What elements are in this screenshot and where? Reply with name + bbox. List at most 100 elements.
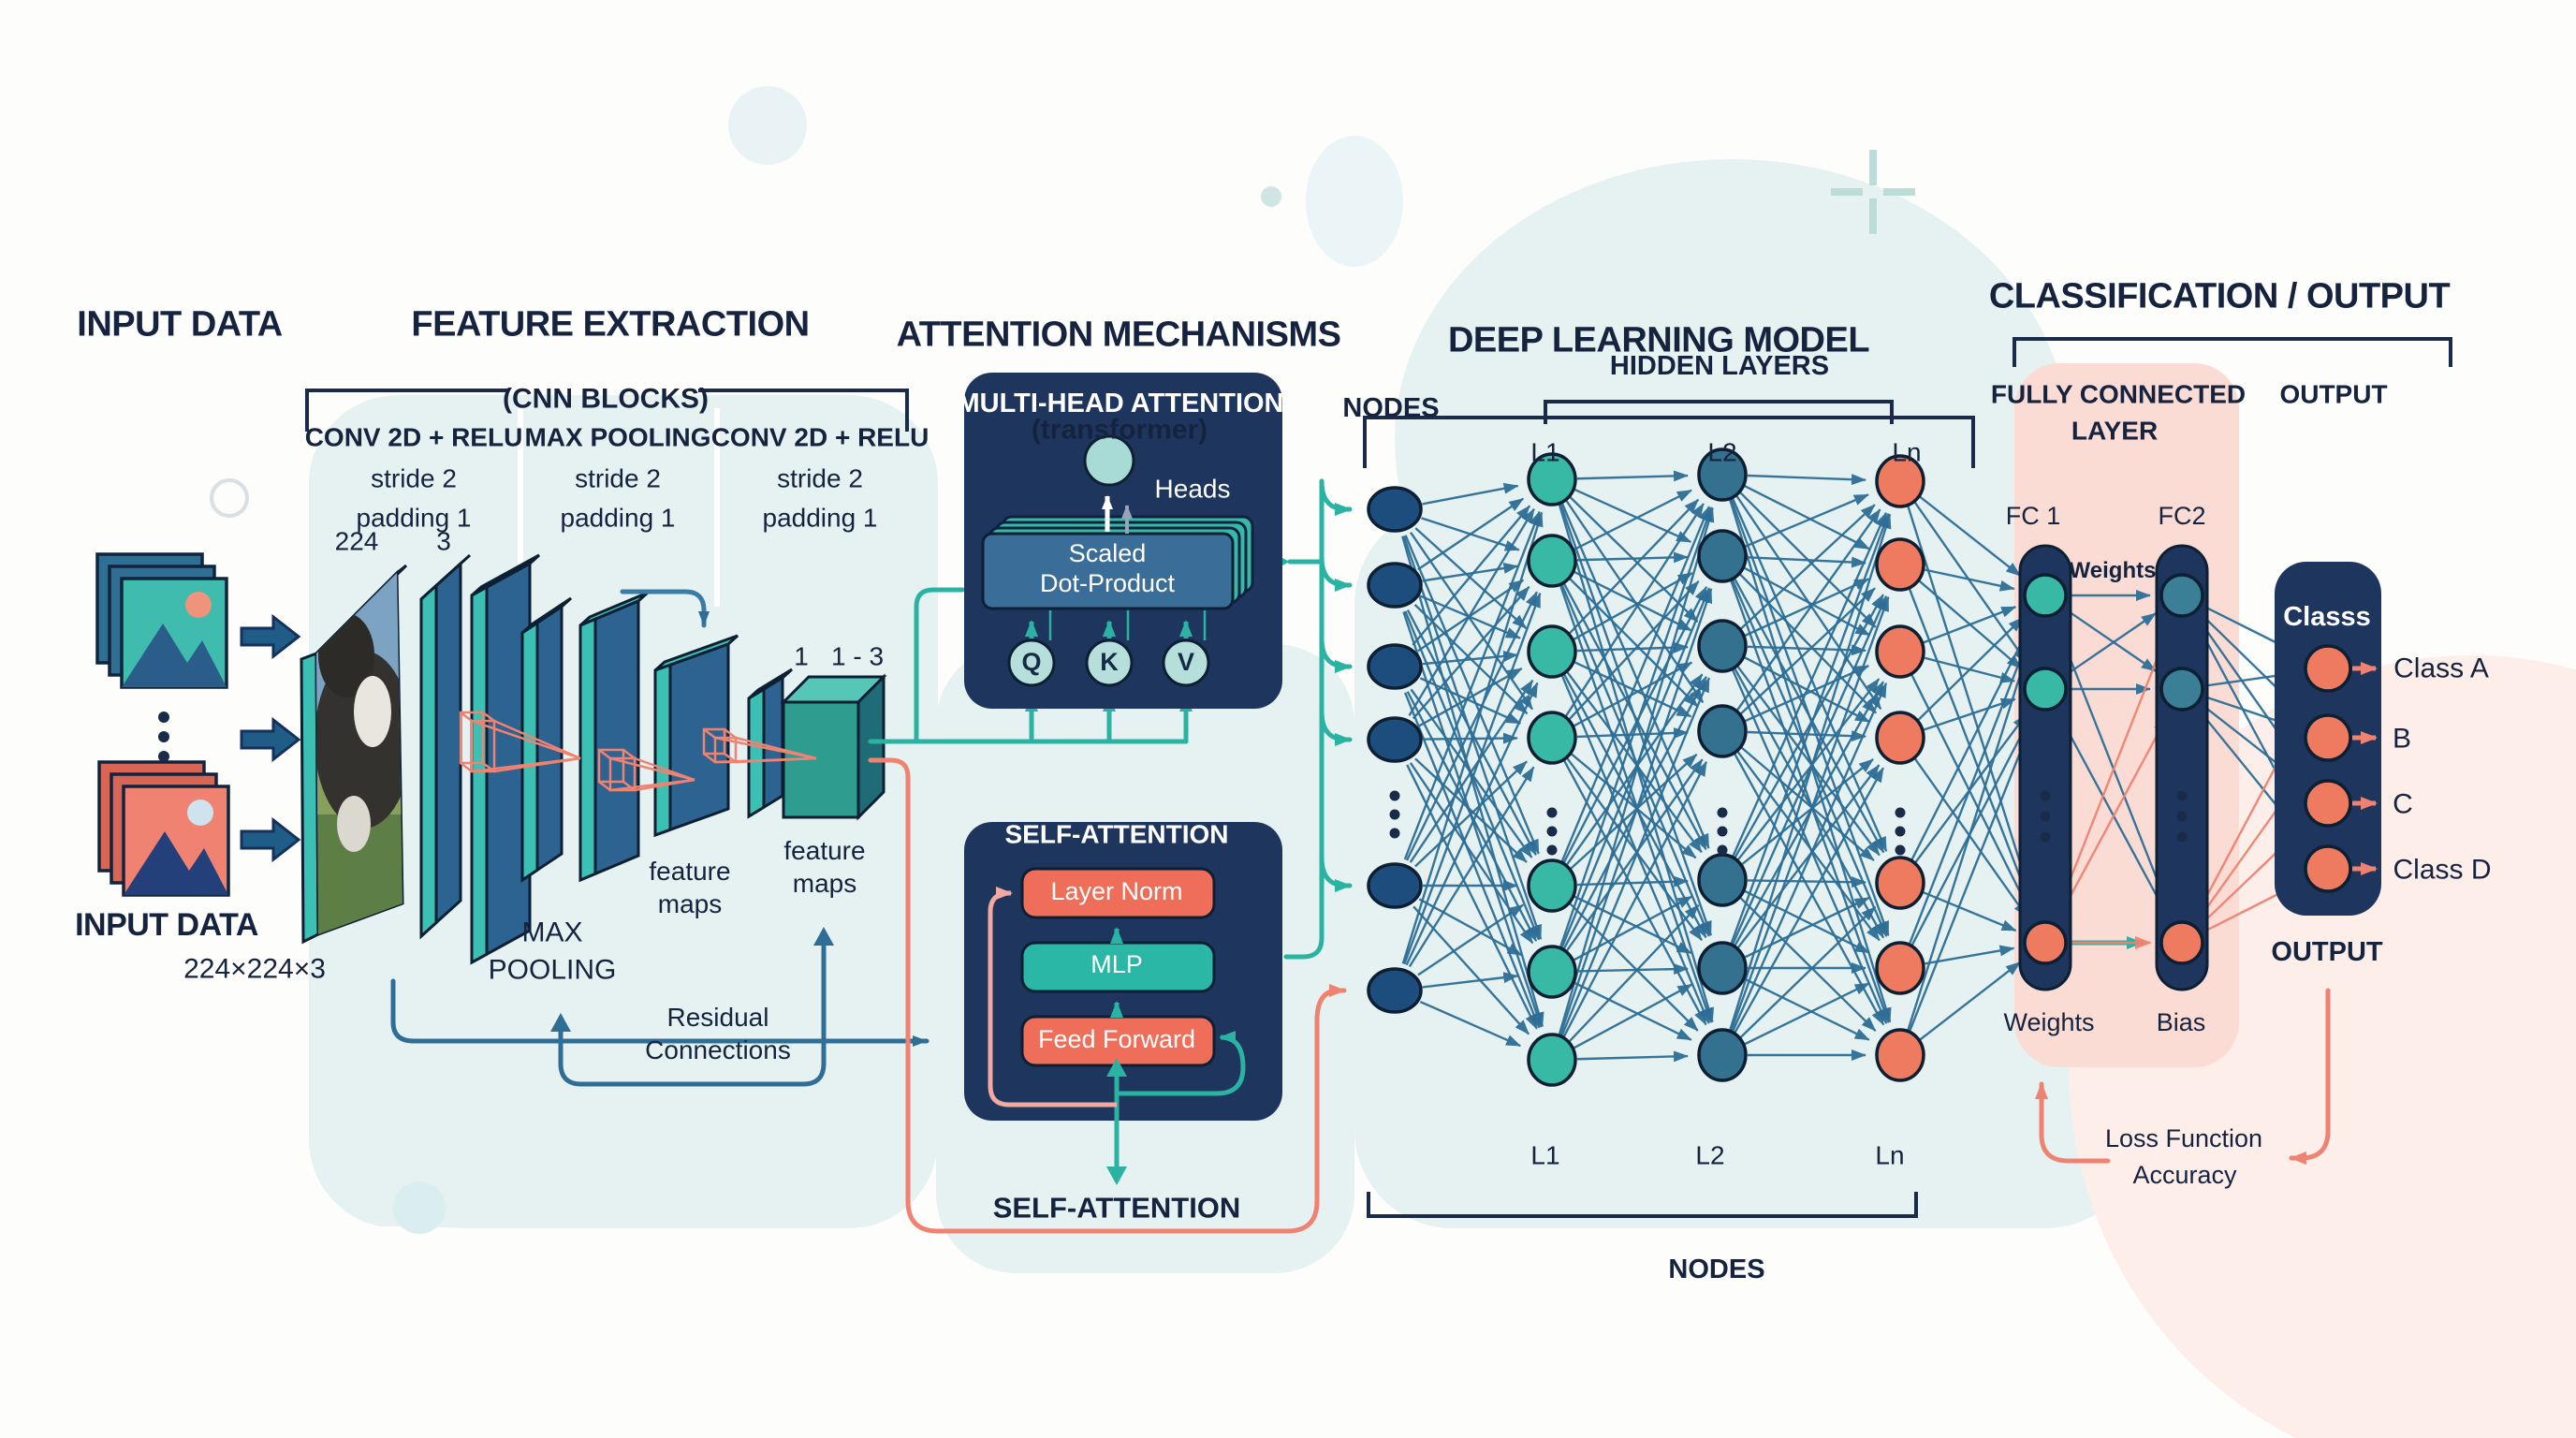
ellipsis-dot bbox=[158, 712, 169, 723]
pool-elbow-arrow bbox=[620, 589, 710, 628]
mesh-edge bbox=[1401, 511, 1544, 964]
mesh-edge bbox=[1744, 485, 1870, 550]
network-node bbox=[1527, 624, 1577, 679]
dim-1-3: 1 - 3 bbox=[830, 641, 885, 671]
network-node bbox=[1875, 454, 1925, 508]
q-circle bbox=[1007, 638, 1056, 687]
input-image-stacks bbox=[95, 552, 301, 897]
attention-header: ATTENTION MECHANISMS bbox=[896, 315, 1341, 355]
ellipsis-dot bbox=[1717, 807, 1728, 818]
mesh-edge bbox=[1576, 470, 1690, 482]
ellipsis-dot bbox=[1389, 828, 1400, 839]
mesh-edge bbox=[1420, 594, 1521, 639]
network-nodes bbox=[1367, 448, 2352, 1087]
cnn-slab bbox=[653, 663, 672, 838]
feed-forward-label: Feed Forward bbox=[1037, 1025, 1196, 1054]
mesh-edge bbox=[1558, 506, 1715, 1036]
cnn-slab bbox=[419, 582, 438, 940]
mesh-edge bbox=[1422, 972, 1519, 989]
dim-3: 3 bbox=[436, 526, 451, 556]
mesh-edge bbox=[1908, 587, 2035, 915]
mesh-edge bbox=[1405, 591, 1538, 861]
mesh-edge bbox=[1913, 501, 2028, 664]
sun-icon bbox=[187, 800, 213, 826]
ellipsis-dot bbox=[158, 751, 169, 762]
mesh-edge bbox=[1576, 641, 1690, 653]
image-icon bbox=[120, 577, 228, 689]
max-pooling-bottom-2: POOLING bbox=[488, 954, 617, 986]
transformer-subheader: (transformer) bbox=[1031, 414, 1208, 446]
mesh-edge bbox=[1745, 665, 1870, 723]
mesh-edge bbox=[1906, 505, 2038, 914]
mesh-edge bbox=[1560, 506, 1710, 863]
section-brackets bbox=[305, 337, 2452, 1218]
mesh-edge bbox=[1924, 697, 2016, 731]
mesh-edge bbox=[1910, 673, 2032, 916]
l1-top-label: L1 bbox=[1530, 437, 1560, 467]
network-node bbox=[1875, 711, 1925, 765]
mesh-edge bbox=[1573, 895, 1693, 961]
mesh-edge bbox=[1734, 767, 1884, 1034]
mesh-edge bbox=[1417, 903, 1525, 976]
mesh-edge bbox=[1573, 895, 1692, 954]
mesh-edge bbox=[1570, 753, 1697, 859]
mesh-edge bbox=[2055, 708, 2168, 916]
network-node bbox=[1367, 486, 1423, 533]
network-node bbox=[1697, 529, 1748, 583]
ellipsis-dot bbox=[2040, 831, 2051, 843]
mesh-edge bbox=[1422, 563, 1519, 582]
nodes-bottom-bracket bbox=[1367, 1192, 1918, 1218]
classification-bracket bbox=[2012, 337, 2452, 367]
mesh-edge bbox=[1734, 594, 1884, 859]
rail-branch-5 bbox=[1319, 855, 1353, 892]
mesh-edge bbox=[1566, 756, 1703, 942]
residual-connection-line bbox=[558, 937, 827, 1087]
cnn-slab bbox=[520, 620, 539, 883]
conv1-title: CONV 2D + RELU bbox=[304, 422, 523, 452]
conv-frustums bbox=[459, 711, 817, 792]
mesh-edge bbox=[1576, 963, 1690, 976]
ellipsis-dot bbox=[1389, 790, 1400, 801]
decor-ellipse bbox=[1306, 136, 1403, 267]
mesh-edge bbox=[1574, 488, 1692, 543]
class-d-label: Class D bbox=[2393, 854, 2492, 886]
conv1-stride: stride 2 bbox=[371, 463, 457, 493]
fc1-label: FC 1 bbox=[2005, 502, 2061, 531]
network-node bbox=[1875, 537, 1925, 592]
mlp-label: MLP bbox=[1090, 950, 1143, 979]
mesh-edge bbox=[1422, 482, 1519, 506]
ellipsis-dot bbox=[2176, 831, 2188, 843]
mesh-edge bbox=[1736, 764, 1881, 949]
mesh-edge bbox=[1414, 760, 1528, 868]
hidden-layers-bracket bbox=[1544, 400, 1894, 424]
class-c-label: C bbox=[2393, 788, 2413, 820]
mesh-edge bbox=[1739, 905, 1877, 1039]
fc1-pill bbox=[2018, 544, 2072, 991]
scaled-label: Scaled bbox=[1068, 539, 1147, 568]
nodes-bottom-label: NODES bbox=[1668, 1254, 1765, 1284]
output-feedback-line bbox=[2289, 988, 2331, 1165]
mesh-edge bbox=[1745, 578, 1870, 637]
l1-bottom-label: L1 bbox=[1530, 1140, 1560, 1170]
mesh-edge bbox=[1569, 578, 1699, 708]
decor-ring bbox=[210, 478, 249, 518]
rail-branch-4 bbox=[1319, 709, 1353, 746]
mesh-edge bbox=[1403, 592, 1542, 965]
mesh-edge bbox=[2063, 607, 2157, 672]
conv2-padding: padding 1 bbox=[762, 503, 878, 533]
class-output-arrows bbox=[2352, 662, 2378, 875]
cnn-bracket-right bbox=[698, 389, 909, 432]
mesh-edge bbox=[1740, 746, 1875, 861]
mesh-edge bbox=[1744, 889, 1870, 954]
network-node bbox=[1527, 1033, 1577, 1087]
mesh-edge bbox=[2055, 715, 2168, 924]
ellipsis-dot bbox=[2176, 790, 2188, 801]
skip-connection-line bbox=[390, 978, 929, 1047]
mesh-edge bbox=[1919, 961, 2021, 1041]
layer-norm-label: Layer Norm bbox=[1050, 877, 1183, 906]
dim-224: 224 bbox=[334, 526, 379, 556]
ln-top-label: Ln bbox=[1892, 437, 1922, 467]
accuracy-label: Accuracy bbox=[2132, 1161, 2237, 1190]
